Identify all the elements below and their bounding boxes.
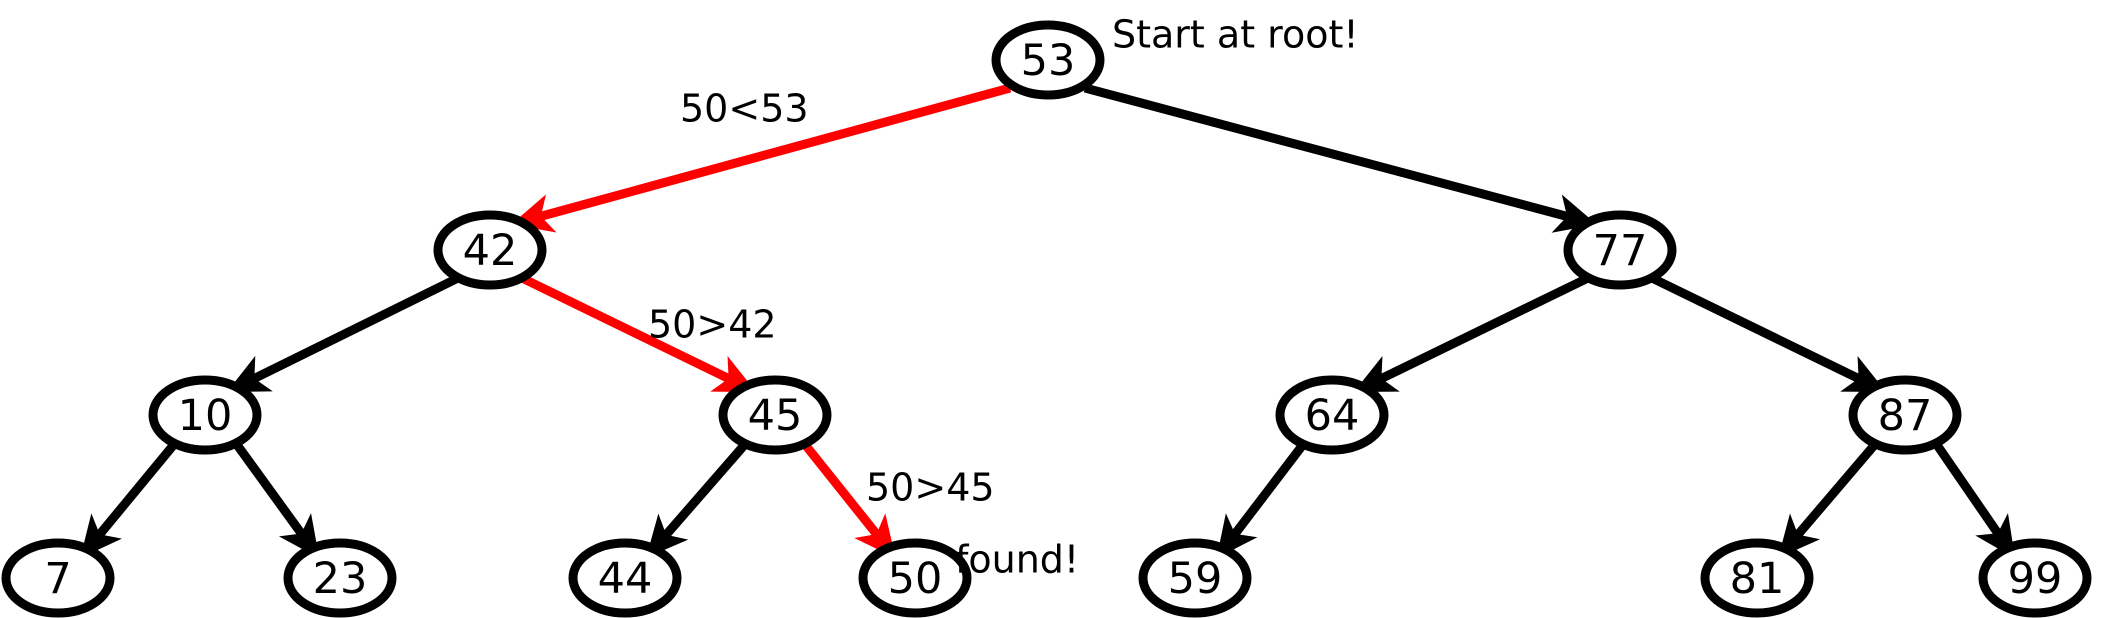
tree-node-87[interactable]: 87 (1848, 375, 1962, 455)
tree-edge-77-to-87 (1650, 273, 1887, 393)
tree-edge-87-to-81 (1778, 439, 1881, 558)
node-ellipse-64 (1275, 375, 1389, 455)
tree-node-99[interactable]: 99 (1978, 538, 2092, 618)
node-label: 44 (598, 554, 653, 604)
tree-edge-45-to-44 (646, 439, 751, 558)
node-layer: 53 42 77 10 45 64 87 7 23 44 50 59 81 99 (1, 20, 2092, 618)
node-ellipse-7 (1, 538, 115, 618)
node-ellipse-81 (1700, 538, 1814, 618)
node-ellipse-10 (148, 375, 262, 455)
tree-node-64[interactable]: 64 (1275, 375, 1389, 455)
node-label: 50 (888, 554, 943, 604)
node-label: 10 (178, 391, 233, 441)
node-ellipse-42 (433, 210, 547, 290)
tree-edge-10-to-23 (231, 439, 320, 559)
tree-edge-10-to-7 (80, 439, 180, 558)
node-ellipse-77 (1563, 210, 1677, 290)
annotation-a-50gt45: 50>45 (866, 466, 995, 510)
tree-node-81[interactable]: 81 (1700, 538, 1814, 618)
node-ellipse-23 (283, 538, 397, 618)
tree-edge-87-to-99 (1931, 439, 2016, 559)
tree-node-59[interactable]: 59 (1138, 538, 1252, 618)
tree-node-42[interactable]: 42 (433, 210, 547, 290)
tree-node-10[interactable]: 10 (148, 375, 262, 455)
tree-node-50[interactable]: 50 (858, 538, 972, 618)
node-label: 99 (2008, 554, 2063, 604)
tree-node-23[interactable]: 23 (283, 538, 397, 618)
node-ellipse-44 (568, 538, 682, 618)
node-label: 23 (313, 554, 368, 604)
node-ellipse-53 (991, 20, 1105, 100)
tree-edge-53-to-42 (511, 83, 1012, 233)
node-label: 53 (1021, 36, 1076, 86)
tree-edge-77-to-64 (1353, 273, 1590, 393)
node-ellipse-45 (718, 375, 832, 455)
tree-node-44[interactable]: 44 (568, 538, 682, 618)
tree-node-53[interactable]: 53 (991, 20, 1105, 100)
annotation-a-50gt42: 50>42 (648, 303, 777, 347)
node-label: 42 (463, 226, 518, 276)
node-label: 7 (44, 554, 71, 604)
annotation-a-50lt53: 50<53 (680, 87, 809, 131)
node-ellipse-99 (1978, 538, 2092, 618)
node-label: 81 (1730, 554, 1785, 604)
node-ellipse-50 (858, 538, 972, 618)
node-label: 45 (748, 391, 803, 441)
tree-edge-64-to-59 (1216, 439, 1309, 559)
node-label: 59 (1168, 554, 1223, 604)
tree-edge-45-to-50 (799, 439, 896, 559)
tree-node-45[interactable]: 45 (718, 375, 832, 455)
tree-node-77[interactable]: 77 (1563, 210, 1677, 290)
node-label: 77 (1593, 226, 1648, 276)
tree-edge-53-to-77 (1083, 83, 1597, 233)
tree-edge-42-to-45 (520, 273, 757, 393)
annotation-layer: Start at root! 50<53 50>42 50>45 found! (648, 13, 1359, 582)
node-ellipse-59 (1138, 538, 1252, 618)
node-label: 64 (1305, 391, 1360, 441)
annotation-a-found: found! (955, 538, 1079, 582)
node-ellipse-87 (1848, 375, 1962, 455)
node-label: 87 (1878, 391, 1933, 441)
annotation-a-start: Start at root! (1112, 13, 1359, 57)
edge-layer (80, 83, 2016, 559)
tree-node-7[interactable]: 7 (1, 538, 115, 618)
tree-edge-42-to-10 (226, 273, 460, 393)
